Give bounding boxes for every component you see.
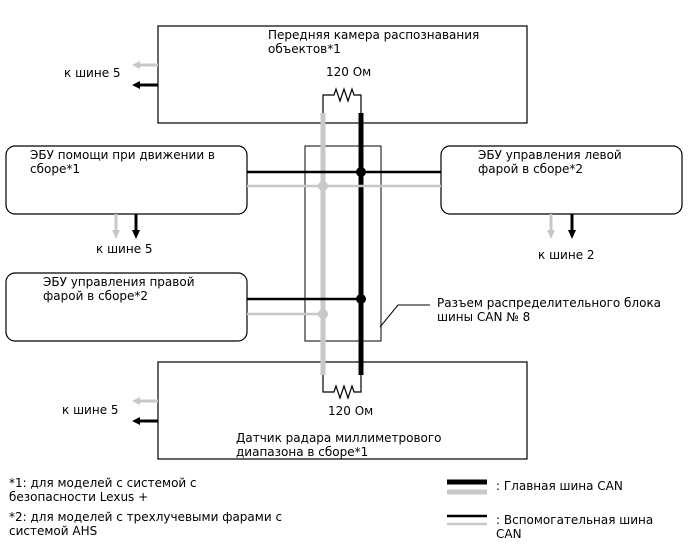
drive-assist-ecu-label-1: ЭБУ помощи при движении в xyxy=(30,148,215,162)
splice-point-high-1 xyxy=(356,167,366,177)
drive-assist-ecu-box: ЭБУ помощи при движении в сборе*1 xyxy=(5,145,248,215)
front-camera-label-2: объектов*1 xyxy=(268,42,341,56)
resistor-bottom xyxy=(322,375,362,400)
right-headlamp-ecu-label-2: фарой в сборе*2 xyxy=(43,289,148,303)
front-camera-box: Передняя камера распознавания объектов*1 xyxy=(157,25,528,124)
left-headlamp-ecu-label-2: фарой в сборе*2 xyxy=(478,162,583,176)
footnotes: *1: для моделей с системой с безопасност… xyxy=(9,476,282,538)
splice-point-low-2 xyxy=(318,309,328,319)
junction-connector-label-2: шины CAN № 8 xyxy=(437,310,530,324)
drive-assist-ecu-label-2: сборе*1 xyxy=(30,162,80,176)
legend-main-bus-label: : Главная шина CAN xyxy=(496,479,623,493)
left-headlamp-bus-arrows xyxy=(547,214,576,239)
left-headlamp-ecu-box: ЭБУ управления левой фарой в сборе*2 xyxy=(440,145,683,215)
note-1-line-1: *1: для моделей с системой с xyxy=(9,476,197,490)
splice-point-high-2 xyxy=(356,294,366,304)
legend-sub-bus-label-2: CAN xyxy=(496,527,522,541)
radar-sensor-bus-arrows xyxy=(132,397,158,425)
legend: : Главная шина CAN : Вспомогательная шин… xyxy=(447,479,653,541)
right-headlamp-ecu-label-1: ЭБУ управления правой xyxy=(43,275,195,289)
resistor-top-label: 120 Ом xyxy=(326,65,371,79)
note-2-line-1: *2: для моделей с трехлучевыми фарами с xyxy=(9,510,282,524)
resistor-top xyxy=(322,87,362,113)
legend-sub-bus-label-1: : Вспомогательная шина xyxy=(496,513,653,527)
radar-sensor-box: Датчик радара миллиметрового диапазона в… xyxy=(157,361,528,460)
branch-row-2 xyxy=(247,294,366,319)
radar-sensor-to-bus-label: к шине 5 xyxy=(62,403,119,417)
front-camera-to-bus-label: к шине 5 xyxy=(64,66,121,80)
resistor-bottom-label: 120 Ом xyxy=(328,404,373,418)
radar-sensor-label-2: диапазона в сборе*1 xyxy=(236,445,368,459)
junction-connector-label-1: Разъем распределительного блока xyxy=(437,296,661,310)
radar-sensor-label-1: Датчик радара миллиметрового xyxy=(236,431,442,445)
drive-assist-to-bus-label: к шине 5 xyxy=(96,242,153,256)
right-headlamp-ecu-box: ЭБУ управления правой фарой в сборе*2 xyxy=(5,272,248,342)
left-headlamp-to-bus-label: к шине 2 xyxy=(538,248,595,262)
front-camera-bus-arrows xyxy=(132,61,158,89)
note-2-line-2: системой AHS xyxy=(9,524,97,538)
junction-connector-leader xyxy=(379,304,430,328)
splice-point-low-1 xyxy=(318,181,328,191)
junction-connector-box xyxy=(304,145,382,342)
note-1-line-2: безопасности Lexus + xyxy=(9,490,148,504)
left-headlamp-ecu-label-1: ЭБУ управления левой xyxy=(478,148,622,162)
branch-row-1 xyxy=(247,167,441,191)
front-camera-label-1: Передняя камера распознавания xyxy=(268,28,479,42)
drive-assist-bus-arrows xyxy=(112,214,140,239)
